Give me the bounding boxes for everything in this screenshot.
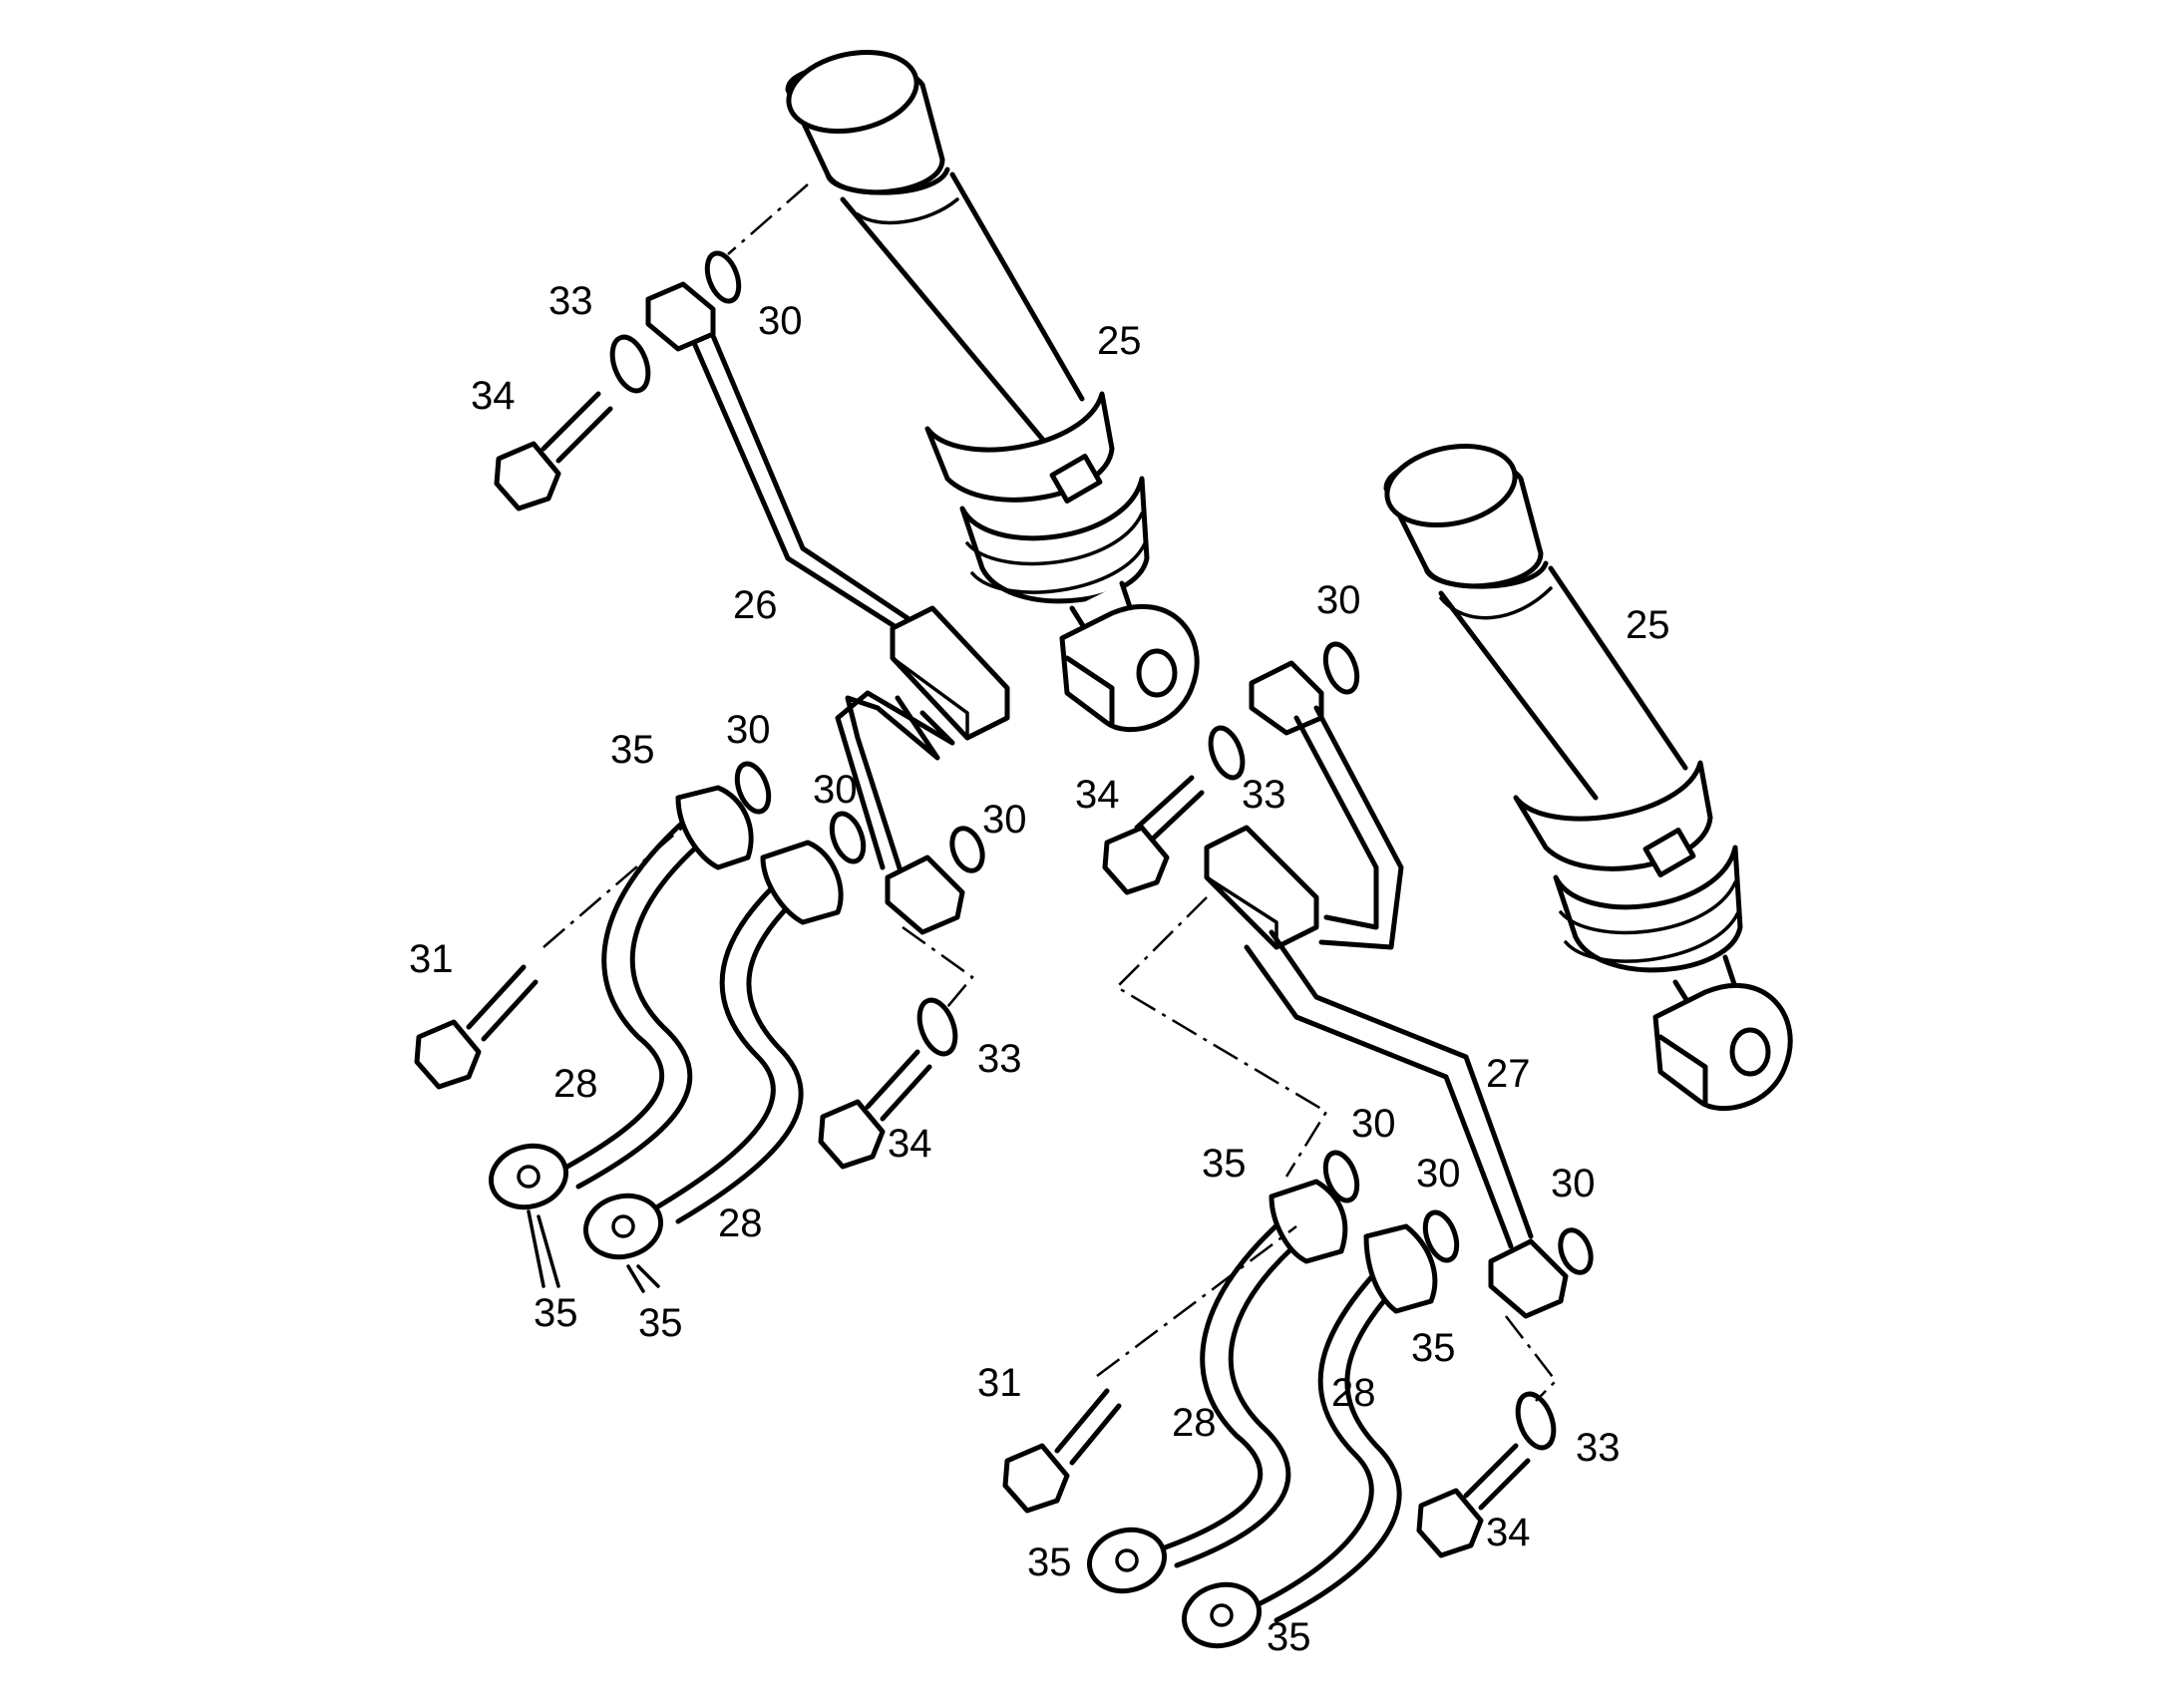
part-number-labels: 25 25 26 27 28 28 28 28 30 30 30 30 30 3… xyxy=(409,279,1670,1659)
label-35-a: 35 xyxy=(610,728,655,772)
label-31-a: 31 xyxy=(409,937,454,981)
label-35-c: 35 xyxy=(638,1301,683,1345)
pipe-27 xyxy=(1204,660,1569,1319)
label-30-g: 30 xyxy=(1416,1152,1461,1196)
label-34-d: 34 xyxy=(1486,1511,1531,1554)
label-35-e: 35 xyxy=(1411,1326,1456,1370)
pipe-28-right-pair xyxy=(1086,1179,1438,1649)
label-30-b: 30 xyxy=(1316,578,1361,622)
label-31-b: 31 xyxy=(977,1361,1022,1405)
pipe-28-left-pair xyxy=(488,785,844,1293)
label-30-e: 30 xyxy=(982,798,1027,842)
label-34-b: 34 xyxy=(1075,773,1120,817)
label-30-a: 30 xyxy=(758,299,803,343)
label-35-g: 35 xyxy=(1267,1615,1311,1659)
washers-33 xyxy=(609,334,1557,1451)
hydraulic-cylinder-right xyxy=(1383,443,1793,1112)
label-25-left: 25 xyxy=(1097,319,1142,363)
label-30-c: 30 xyxy=(726,708,771,752)
label-27: 27 xyxy=(1486,1052,1531,1096)
label-30-h: 30 xyxy=(1551,1162,1596,1205)
label-35-d: 35 xyxy=(1202,1142,1247,1186)
label-28-c: 28 xyxy=(1172,1401,1217,1445)
pipe-26 xyxy=(645,281,1010,935)
label-33-a: 33 xyxy=(548,279,593,323)
bolts xyxy=(414,391,1531,1558)
hydraulic-cylinder-left xyxy=(785,49,1200,733)
label-28-d: 28 xyxy=(1331,1371,1376,1415)
label-30-f: 30 xyxy=(1351,1102,1396,1146)
o-rings-30 xyxy=(704,250,1594,1275)
label-33-d: 33 xyxy=(1576,1426,1621,1470)
assembly-center-lines xyxy=(543,183,1558,1402)
label-28-b: 28 xyxy=(718,1201,763,1245)
label-26: 26 xyxy=(733,583,778,627)
label-35-b: 35 xyxy=(534,1291,578,1335)
label-30-d: 30 xyxy=(813,768,858,812)
label-34-c: 34 xyxy=(888,1122,932,1166)
label-34-a: 34 xyxy=(471,374,516,418)
label-35-f: 35 xyxy=(1027,1540,1072,1584)
label-33-c: 33 xyxy=(977,1037,1022,1081)
label-33-b: 33 xyxy=(1242,773,1286,817)
label-25-right: 25 xyxy=(1626,603,1670,647)
label-28-a: 28 xyxy=(553,1062,598,1106)
